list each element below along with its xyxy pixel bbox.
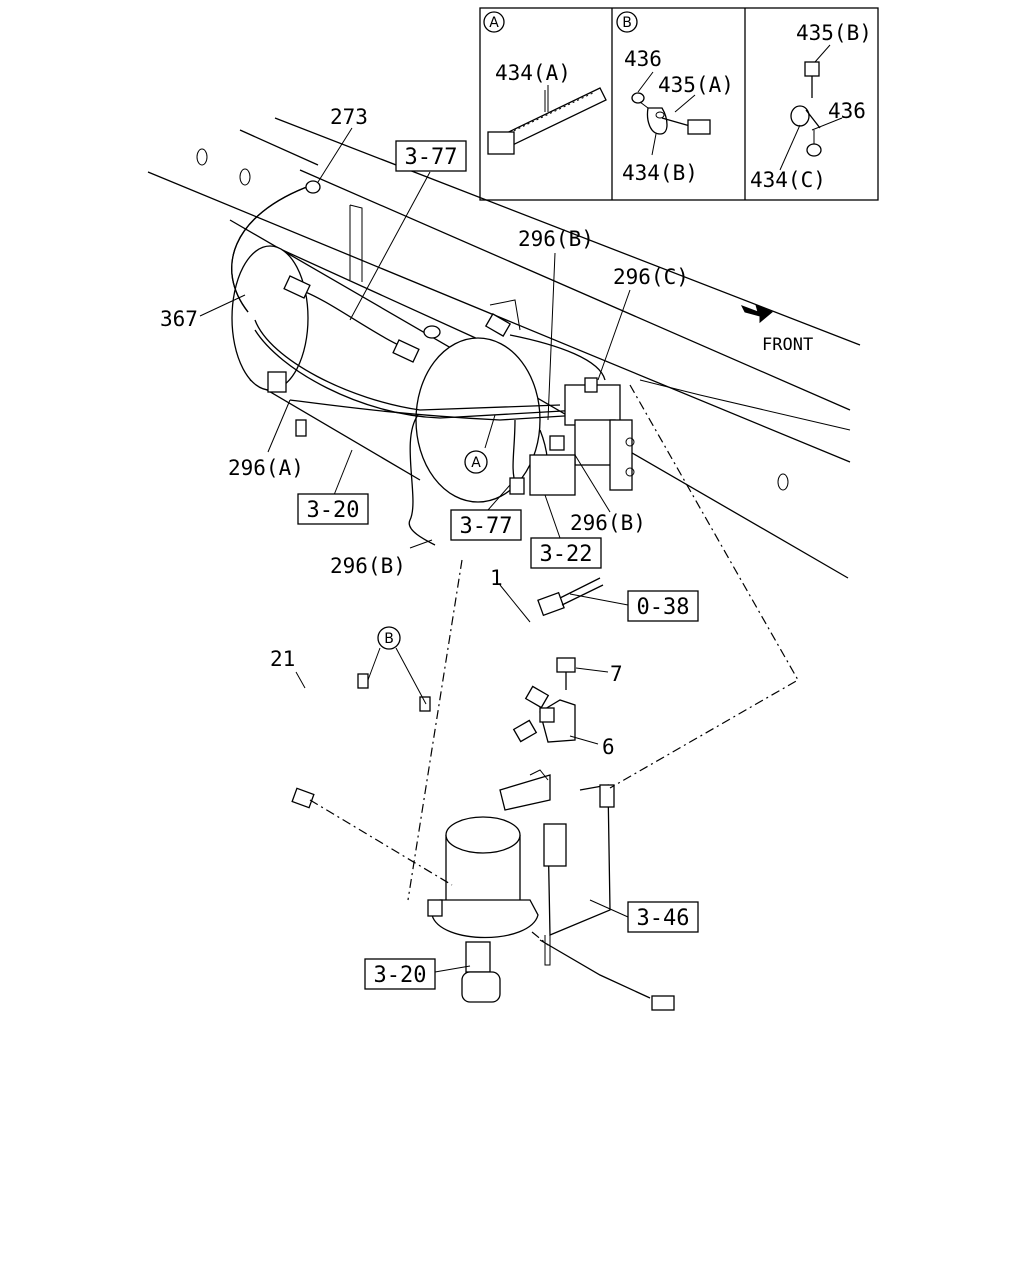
ref-3-77-mid: 3-77 [460,514,513,539]
inset-details [479,7,879,201]
ref-3-77-top: 3-77 [405,145,458,170]
inset-c-436: 436 [828,99,866,123]
inset-434b: 434(B) [622,161,698,185]
marker-b: B [384,631,394,647]
label-21: 21 [270,647,295,671]
ref-3-46: 3-46 [637,906,690,931]
ref-0-38: 0-38 [637,595,690,620]
label-296c: 296(C) [613,265,689,289]
ref-3-20-left: 3-20 [307,498,360,523]
pipe-21 [237,672,538,809]
circle-markers: A B A B [377,11,638,650]
inset-434a: 434(A) [495,61,571,85]
part-labels: 273 367 296(B) 296(C) 296(A) 296(B) 296(… [160,105,813,759]
label-273: 273 [330,105,368,129]
connection-lines [309,384,799,946]
inset-435b: 435(B) [796,21,872,45]
hoses [231,180,606,546]
ref-3-20-bottom: 3-20 [374,963,427,988]
clip-bolt-drawing [631,92,711,135]
cable-tie-drawing [487,87,607,155]
inset-marker-a: A [489,15,499,31]
hose-1 [496,577,604,709]
air-dryer [427,769,675,1011]
inset-marker-b: B [622,15,632,31]
valve-assembly [529,377,635,496]
inset-b-436: 436 [624,47,662,71]
label-296b-top: 296(B) [518,227,594,251]
label-296b-mid: 296(B) [570,511,646,535]
inset-labels: 434(A) 436 435(A) 434(B) 435(B) 436 434(… [495,21,872,192]
label-296a: 296(A) [228,456,304,480]
front-arrow-icon [740,304,773,324]
label-6: 6 [602,735,615,759]
inset-434c: 434(C) [750,168,826,192]
ref-3-22: 3-22 [540,542,593,567]
reference-boxes: 3-77 3-20 3-77 3-22 0-38 3-46 3-20 [297,140,699,990]
inset-435a: 435(A) [658,73,734,97]
label-front: FRONT [762,335,813,355]
bolt-and-bracket [539,657,576,743]
leader-inset [637,71,654,93]
label-367: 367 [160,307,198,331]
marker-a: A [471,455,481,471]
bolt-clip-nut-drawing [790,61,822,157]
label-1: 1 [490,566,503,590]
leader-lines [199,44,843,973]
label-7: 7 [610,662,623,686]
label-296b-low: 296(B) [330,554,406,578]
